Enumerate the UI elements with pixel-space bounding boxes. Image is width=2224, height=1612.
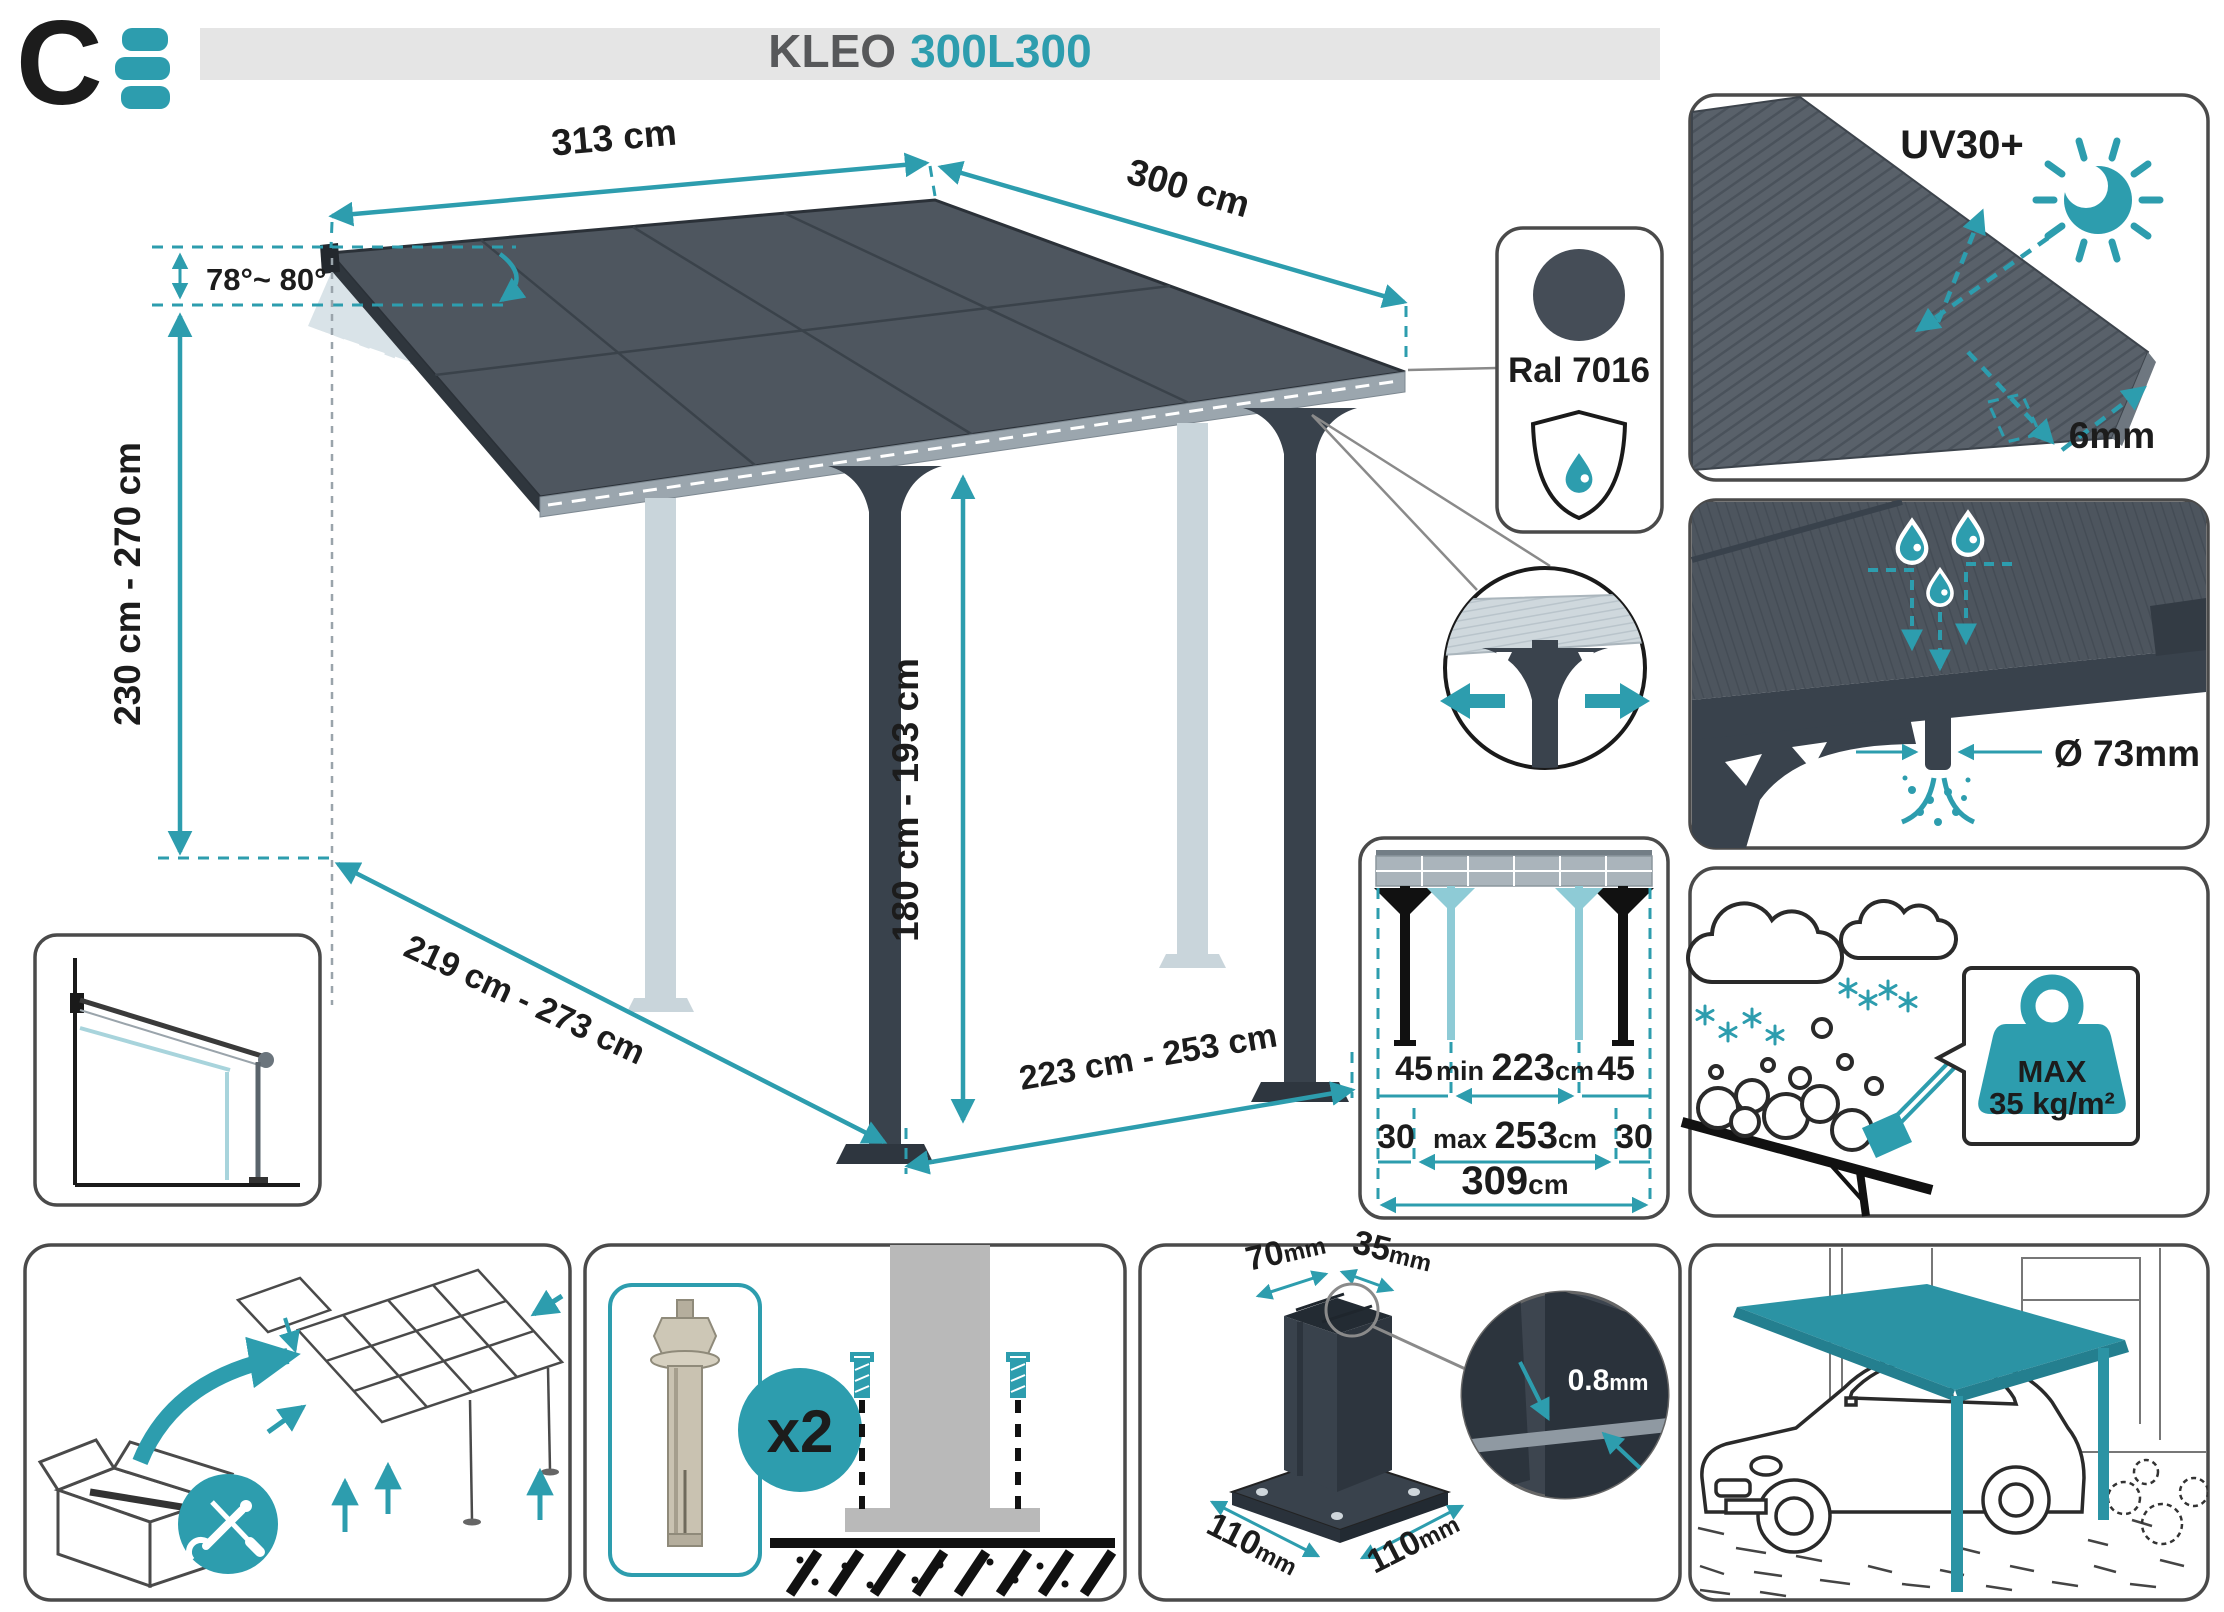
dim-post-height-label: 180 cm - 193 cm <box>885 658 926 942</box>
snow-roof-line <box>1680 1117 1934 1195</box>
post-right <box>1243 408 1357 1102</box>
dim-roof-angle: 78°~ 80° <box>152 245 527 307</box>
dim-ground-depth-label: 219 cm - 273 cm <box>398 928 650 1073</box>
brand-letter: C <box>16 0 103 130</box>
uv-thickness-label: 6mm <box>2069 415 2155 456</box>
base-wall-thickness-label: 0.8mm <box>1568 1364 1649 1397</box>
post-silhouette <box>890 1245 990 1511</box>
frame-line-art <box>235 1268 565 1521</box>
fv-offset-left: 45 <box>1395 1050 1433 1088</box>
dim-roof-depth-label: 300 cm <box>1123 151 1255 226</box>
car-sketch <box>1700 1352 2086 1554</box>
panel-carport-scene <box>1688 1243 2210 1602</box>
ral-label: Ral 7016 <box>1508 351 1650 390</box>
drain-flow-arrows <box>1868 562 2012 672</box>
fv-offset-right: 45 <box>1597 1050 1635 1088</box>
snow-pile <box>1696 1017 1884 1152</box>
ground-sketch <box>1697 1458 2208 1598</box>
weight-icon: MAX 35 kg/m² <box>1978 974 2126 1121</box>
tools-icon <box>178 1474 278 1574</box>
carport-highlight <box>1733 1284 2129 1592</box>
brand-bars-icon <box>115 28 170 109</box>
panel-front-view-dimensions: 45 min 223cm 45 30 max 253cm 30 309cm <box>1358 836 1670 1220</box>
dim-ground-depth: 219 cm - 273 cm <box>334 861 888 1145</box>
panel-side-view <box>33 933 322 1207</box>
sun-icon <box>2032 137 2164 263</box>
post-adjust-detail <box>1311 413 1650 770</box>
curved-arrow-icon <box>132 1336 301 1466</box>
front-view-posts <box>1374 886 1654 1046</box>
panel-assembly <box>23 1243 572 1602</box>
dim-ground-width-label: 223 cm - 253 cm <box>1016 1016 1280 1097</box>
uv-label: UV30+ <box>1900 123 2023 167</box>
anchor-bolt <box>650 1299 720 1547</box>
fv-margin-left: 30 <box>1377 1118 1415 1156</box>
wall-thickness-zoom: 0.8mm <box>1460 1290 1670 1500</box>
snow-load-label: 35 kg/m² <box>1989 1086 2115 1121</box>
gutter-diameter-label: Ø 73mm <box>2054 733 2200 774</box>
fv-total-dim: 309cm <box>1461 1159 1568 1203</box>
quantity-label: x2 <box>767 1398 834 1465</box>
panel-uv-protection: UV30+ 6mm <box>1688 93 2210 482</box>
ghost-post-left <box>627 498 694 1012</box>
fv-margin-right: 30 <box>1615 1118 1653 1156</box>
ghost-post-right <box>1159 423 1226 968</box>
fv-min-dim: min 223cm <box>1436 1047 1594 1089</box>
quantity-badge <box>738 1368 862 1492</box>
dim-wall-height-label: 230 cm - 270 cm <box>107 442 148 726</box>
fv-max-dim: max 253cm <box>1433 1115 1597 1157</box>
cloud-icon <box>1686 898 1959 985</box>
dim-wall-height: 230 cm - 270 cm <box>107 258 336 1005</box>
anchor-screw-icon <box>1006 1352 1030 1514</box>
water-splash <box>1900 777 1976 825</box>
gutter-outlet <box>1925 712 1951 770</box>
adjust-arrow-right-icon <box>1585 683 1650 719</box>
dim-post-height: 180 cm - 193 cm <box>885 474 976 1124</box>
dim-roof-angle-label: 78°~ 80° <box>206 262 326 297</box>
panel-anchor-bolts: x2 <box>583 1243 1127 1602</box>
adjust-arrow-left-icon <box>1440 683 1505 719</box>
panel-drainage: Ø 73mm <box>1688 498 2210 850</box>
shield-icon <box>1530 409 1628 521</box>
dim-roof-width-label: 313 cm <box>550 112 679 164</box>
front-view-extension-lines <box>1376 888 1652 1206</box>
ral-badge: Ral 7016 <box>1407 226 1664 534</box>
panel-snow-load: MAX 35 kg/m² <box>1680 866 2210 1218</box>
snow-max-label: MAX <box>2018 1054 2087 1089</box>
side-view-ghost-position <box>79 1026 231 1180</box>
title-band <box>200 28 1660 80</box>
anchor-screw-icon <box>850 1352 874 1514</box>
front-view-ghost-posts <box>1427 886 1603 1040</box>
base-width-label: 35mm <box>1349 1223 1436 1279</box>
panel-post-base: 70mm 35mm 110mm 110mm 0.8mm <box>1138 1223 1682 1602</box>
color-swatch <box>1533 249 1625 341</box>
uv-ray-arrows <box>1914 208 2147 452</box>
